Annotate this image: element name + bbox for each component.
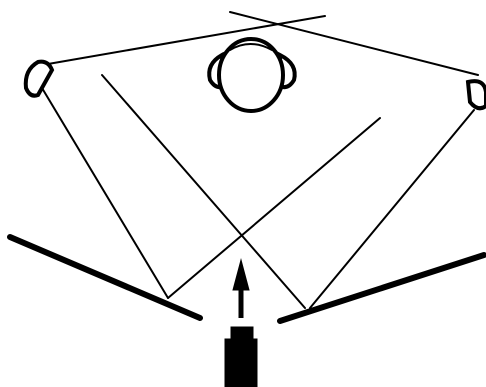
left-speaker-icon xyxy=(26,62,52,96)
left-wall-panel xyxy=(10,237,200,318)
right-wall-panel xyxy=(280,255,484,321)
right-speaker-icon xyxy=(468,81,486,108)
reflection-path-diagonal xyxy=(102,75,305,308)
microphone-body xyxy=(225,339,257,387)
arrow-head xyxy=(233,260,249,290)
listener-head-icon xyxy=(209,39,295,111)
microphone-icon xyxy=(225,327,257,387)
reflection-path-right-speaker-down xyxy=(310,110,474,308)
listener-head xyxy=(219,39,283,111)
arrow-icon xyxy=(233,260,249,318)
reflection-path-left-speaker-down xyxy=(42,88,168,298)
